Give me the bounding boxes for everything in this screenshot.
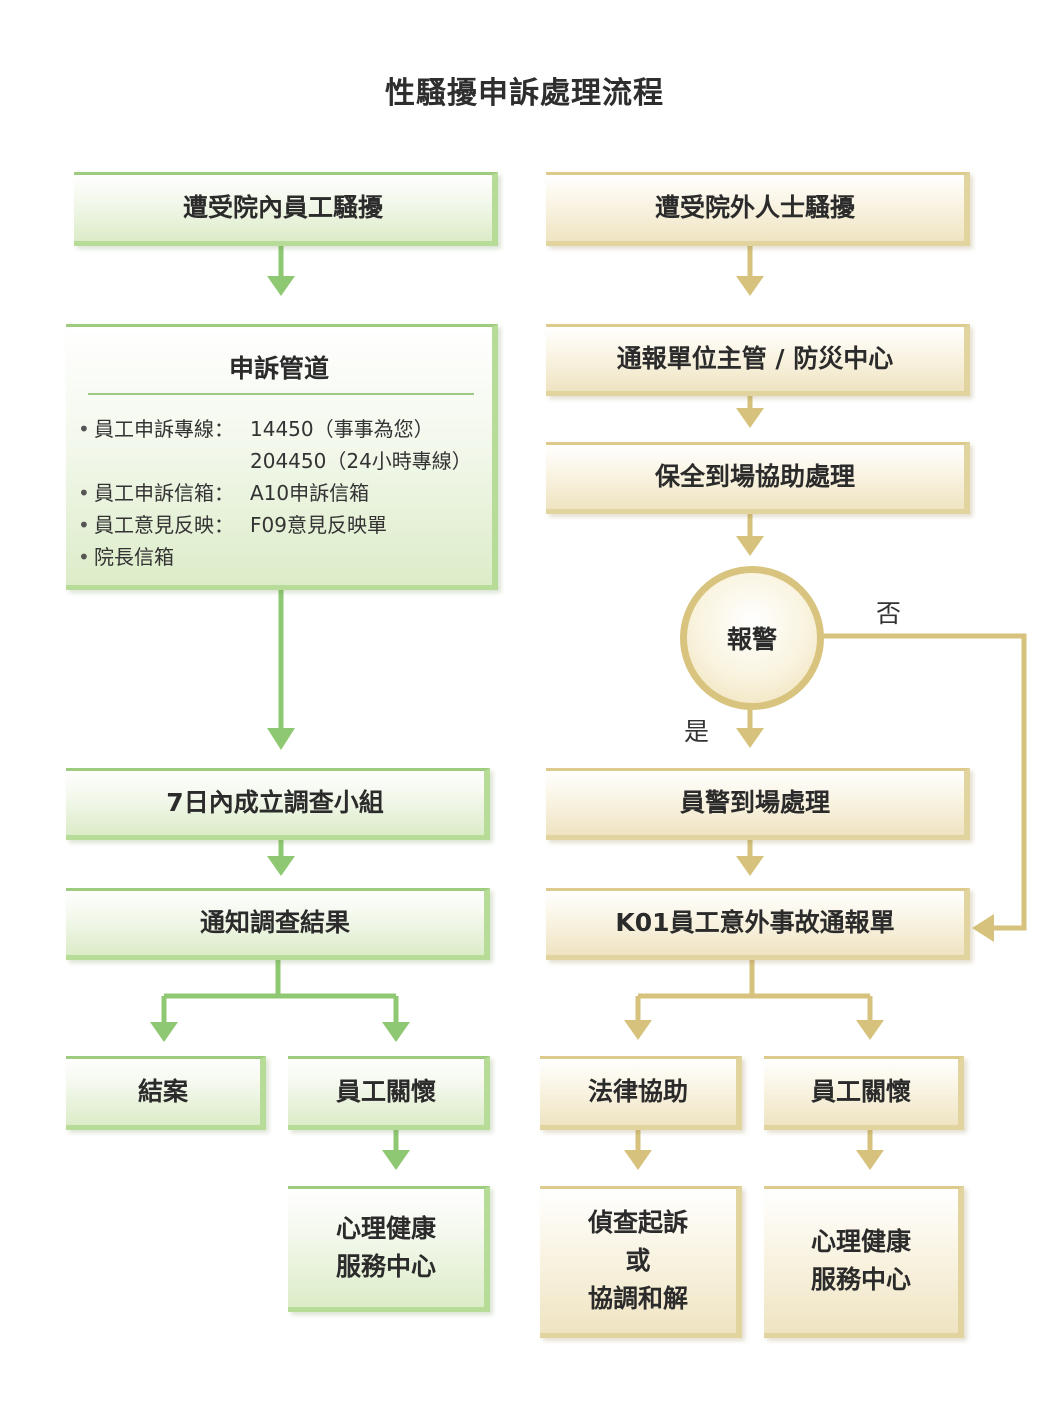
node-complaint-channels: 申訴管道 •員工申訴專線： 14450（事事為您） 204450（24小時專線）… bbox=[66, 324, 498, 590]
channel-item-feedback: •員工意見反映： bbox=[78, 513, 234, 537]
node-legal-outcome-line2: 或 bbox=[625, 1246, 651, 1275]
node-legal-assistance: 法律協助 bbox=[540, 1056, 742, 1130]
node-employee-care-right-label: 員工關懷 bbox=[810, 1077, 911, 1106]
node-mental-health-right-line1: 心理健康 bbox=[810, 1227, 911, 1256]
node-k01-report-label: K01員工意外事故通報單 bbox=[615, 908, 895, 937]
bullet-icon: • bbox=[78, 481, 90, 505]
complaint-channels-divider bbox=[88, 393, 474, 395]
node-report-supervisor-label: 通報單位主管 / 防災中心 bbox=[616, 344, 894, 373]
node-employee-care-left: 員工關懷 bbox=[288, 1056, 490, 1130]
node-notify-result: 通知調查結果 bbox=[66, 888, 490, 960]
green-connectors bbox=[150, 246, 410, 1170]
channel-item-label: 員工申訴信箱 bbox=[94, 481, 214, 505]
node-outside-harassment: 遭受院外人士騷擾 bbox=[546, 172, 970, 246]
node-notify-result-label: 通知調查結果 bbox=[199, 908, 350, 937]
node-mental-health-right-line2: 服務中心 bbox=[810, 1265, 911, 1294]
node-report-supervisor: 通報單位主管 / 防災中心 bbox=[546, 324, 970, 396]
node-security-label: 保全到場協助處理 bbox=[654, 462, 855, 491]
channel-item-value: A10申訴信箱 bbox=[250, 481, 370, 505]
node-outside-harassment-label: 遭受院外人士騷擾 bbox=[654, 193, 855, 222]
node-close-case-label: 結案 bbox=[137, 1077, 188, 1106]
bullet-icon: • bbox=[78, 545, 90, 569]
node-police-on-site: 員警到場處理 bbox=[546, 768, 970, 840]
bullet-icon: • bbox=[78, 513, 90, 537]
gold-connectors bbox=[624, 246, 1027, 1170]
node-k01-report: K01員工意外事故通報單 bbox=[546, 888, 970, 960]
channel-item-director-mailbox: •院長信箱 bbox=[78, 541, 174, 570]
page-title: 性騷擾申訴處理流程 bbox=[385, 76, 664, 111]
node-legal-outcome-line1: 偵查起訴 bbox=[587, 1208, 688, 1237]
channel-item-value: 204450（24小時專線） bbox=[250, 449, 472, 473]
node-investigation-team-label: 7日內成立調查小組 bbox=[166, 788, 384, 817]
node-legal-assistance-label: 法律協助 bbox=[587, 1077, 688, 1106]
decision-call-police-label: 報警 bbox=[726, 625, 777, 654]
node-mental-health-left: 心理健康 服務中心 bbox=[288, 1186, 490, 1312]
node-mental-health-left-line1: 心理健康 bbox=[335, 1214, 436, 1243]
channel-item-value: F09意見反映單 bbox=[250, 513, 387, 537]
complaint-channels-title: 申訴管道 bbox=[228, 354, 329, 383]
channel-item-value: 14450（事事為您） bbox=[250, 417, 434, 441]
node-inside-harassment-label: 遭受院內員工騷擾 bbox=[182, 193, 383, 222]
node-close-case: 結案 bbox=[66, 1056, 266, 1130]
node-employee-care-right: 員工關懷 bbox=[764, 1056, 964, 1130]
channel-item-label: 員工意見反映 bbox=[94, 513, 214, 537]
channel-item-label: 院長信箱 bbox=[94, 545, 174, 569]
node-inside-harassment: 遭受院內員工騷擾 bbox=[74, 172, 498, 246]
decision-yes-label: 是 bbox=[684, 717, 710, 746]
channel-item-mailbox: •員工申訴信箱： bbox=[78, 481, 234, 505]
node-legal-outcome: 偵查起訴 或 協調和解 bbox=[540, 1186, 742, 1338]
node-employee-care-left-label: 員工關懷 bbox=[335, 1077, 436, 1106]
decision-no-label: 否 bbox=[876, 599, 902, 628]
bullet-icon: • bbox=[78, 417, 90, 441]
node-police-on-site-label: 員警到場處理 bbox=[679, 788, 830, 817]
node-mental-health-left-line2: 服務中心 bbox=[335, 1252, 436, 1281]
node-legal-outcome-line3: 協調和解 bbox=[587, 1284, 688, 1313]
channel-item-hotline: •員工申訴專線： bbox=[78, 417, 234, 441]
decision-call-police: 報警 bbox=[680, 566, 824, 710]
node-security: 保全到場協助處理 bbox=[546, 442, 970, 514]
arrow-decision-no bbox=[822, 633, 1027, 931]
node-mental-health-right: 心理健康 服務中心 bbox=[764, 1186, 964, 1338]
node-investigation-team: 7日內成立調查小組 bbox=[66, 768, 490, 840]
channel-item-label: 員工申訴專線 bbox=[94, 417, 214, 441]
